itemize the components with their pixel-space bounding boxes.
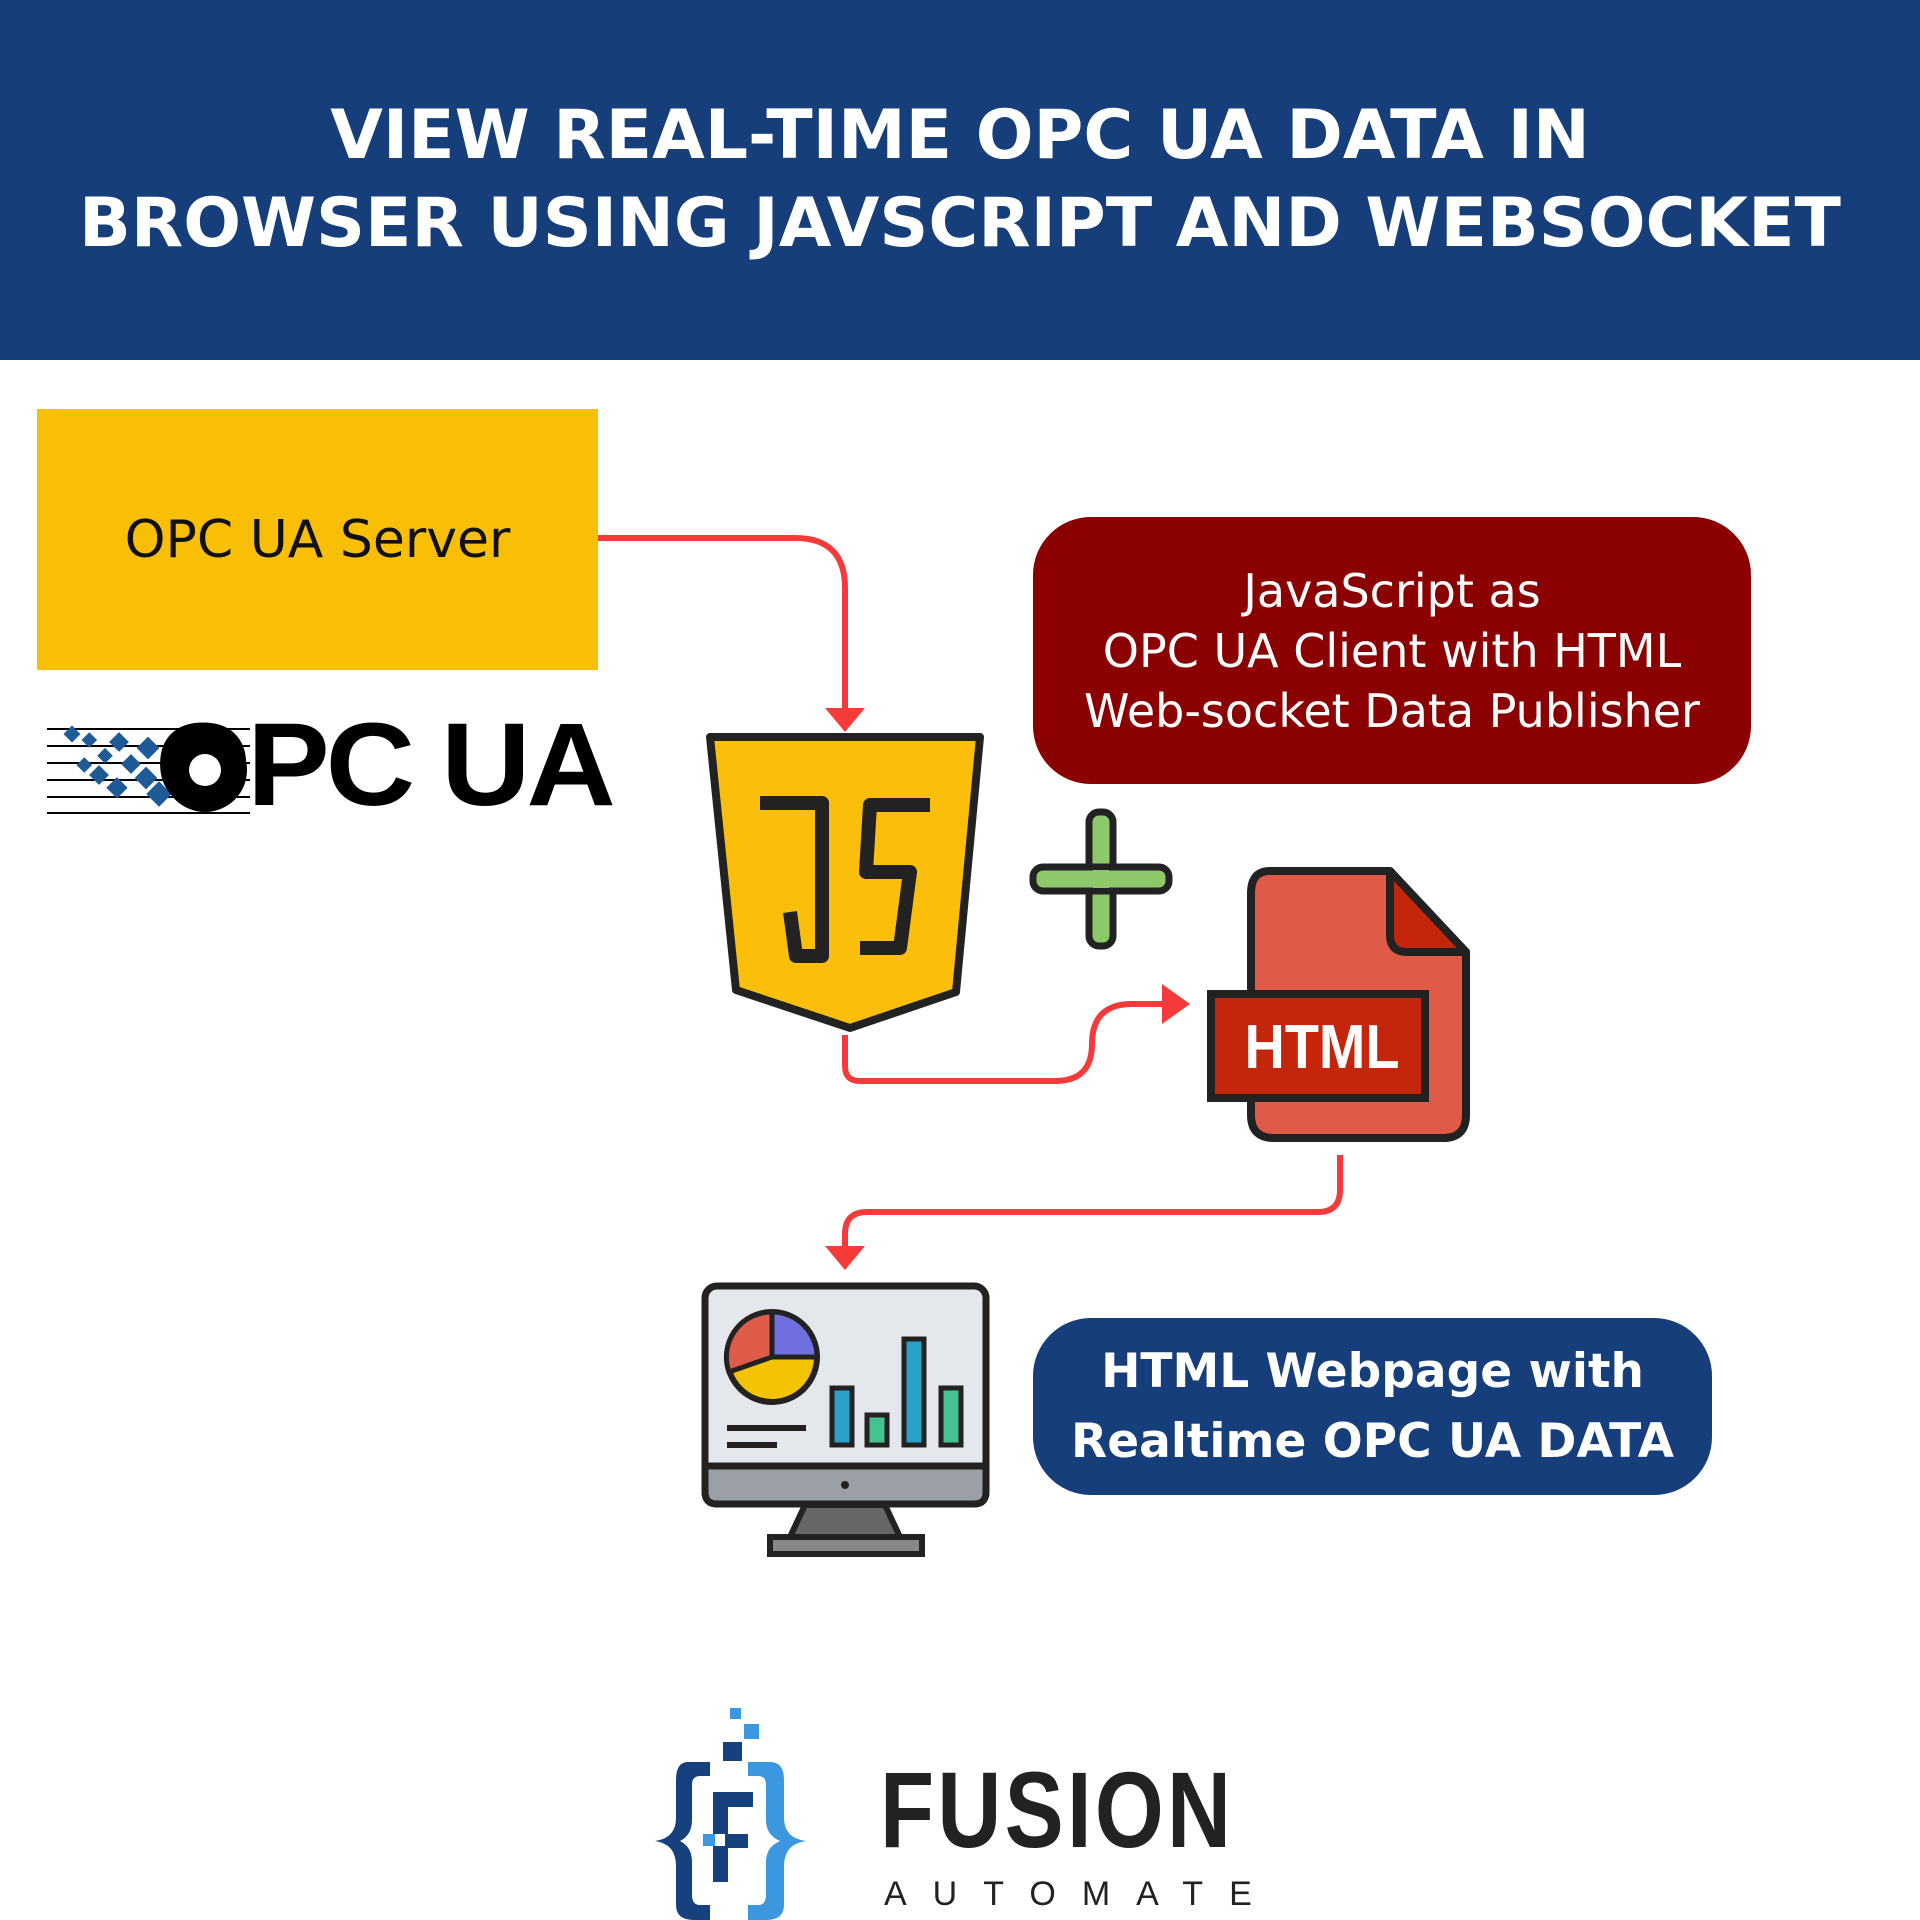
title-line-1: VIEW REAL-TIME OPC UA DATA IN — [330, 96, 1590, 175]
opc-ua-logo-text: OPC UA — [155, 699, 616, 831]
js-box-line: JavaScript as — [1243, 563, 1541, 618]
html-label: HTML — [1244, 1013, 1400, 1082]
title-line-2: BROWSER USING JAVSCRIPT AND WEBSOCKET — [79, 184, 1841, 263]
fusion-logo-text: FUSION — [880, 1749, 1235, 1870]
monitor-dashboard-icon — [701, 1282, 990, 1557]
arrowhead-icon — [825, 708, 865, 732]
opc-o-hole — [189, 754, 221, 786]
arrow-server-to-js — [598, 535, 848, 712]
arrow-js-to-html — [842, 1001, 1166, 1084]
fusion-automate-logo-mark — [655, 1708, 806, 1920]
html-webpage-box: HTML Webpage with Realtime OPC UA DATA — [1033, 1318, 1712, 1495]
arrowhead-icon — [825, 1246, 865, 1270]
plus-icon — [1029, 808, 1173, 950]
web-box-line: HTML Webpage with — [1101, 1343, 1644, 1399]
arrow-html-to-webpage — [842, 1155, 1343, 1250]
js-box-line: Web-socket Data Publisher — [1084, 683, 1700, 738]
javascript-shield-icon — [706, 733, 984, 1032]
server-label: OPC UA Server — [124, 509, 511, 570]
javascript-client-box: JavaScript as OPC UA Client with HTML We… — [1033, 517, 1751, 784]
opc-ua-server-box: OPC UA Server — [37, 409, 598, 670]
web-box-line: Realtime OPC UA DATA — [1071, 1413, 1674, 1469]
js-box-line: OPC UA Client with HTML — [1102, 623, 1682, 678]
automate-logo-text: AUTOMATE — [884, 1875, 1278, 1913]
header-banner: VIEW REAL-TIME OPC UA DATA IN BROWSER US… — [0, 0, 1920, 360]
html-file-icon — [1207, 867, 1470, 1142]
arrowhead-icon — [1162, 984, 1190, 1024]
